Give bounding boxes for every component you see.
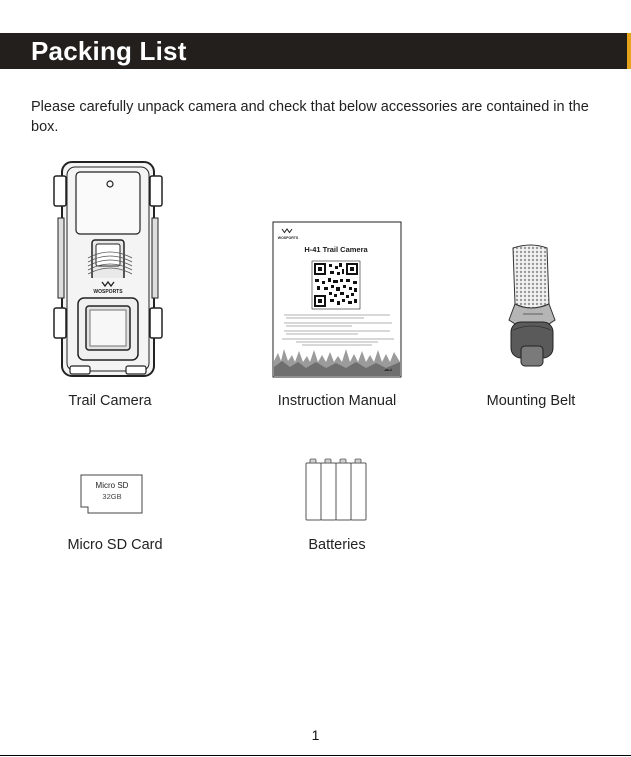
item-label-instruction-manual: Instruction Manual — [278, 393, 396, 409]
batteries-illustration — [305, 458, 369, 521]
item-label-batteries: Batteries — [308, 537, 365, 553]
page-number: 1 — [0, 727, 631, 743]
intro-text: Please carefully unpack camera and check… — [31, 97, 606, 137]
header-accent — [627, 33, 631, 69]
sd-card-type: Micro SD — [96, 481, 129, 490]
mounting-belt-illustration — [503, 242, 561, 370]
footer-divider — [0, 755, 631, 756]
page-title: Packing List — [31, 35, 187, 67]
instruction-manual-illustration: WOSPORTS H-41 Trail Camera — [272, 221, 402, 378]
manual-brand: WOSPORTS — [278, 236, 299, 240]
manual-title: H-41 Trail Camera — [304, 245, 368, 254]
item-label-mounting-belt: Mounting Belt — [487, 393, 576, 409]
trail-camera-illustration: WOSPORTS — [52, 158, 164, 380]
sd-card-capacity: 32GB — [102, 492, 121, 501]
item-label-micro-sd-card: Micro SD Card — [67, 537, 162, 553]
qr-code — [312, 261, 360, 309]
micro-sd-card-illustration: Micro SD 32GB — [80, 474, 143, 514]
camera-brand: WOSPORTS — [93, 289, 123, 295]
item-label-trail-camera: Trail Camera — [68, 393, 151, 409]
